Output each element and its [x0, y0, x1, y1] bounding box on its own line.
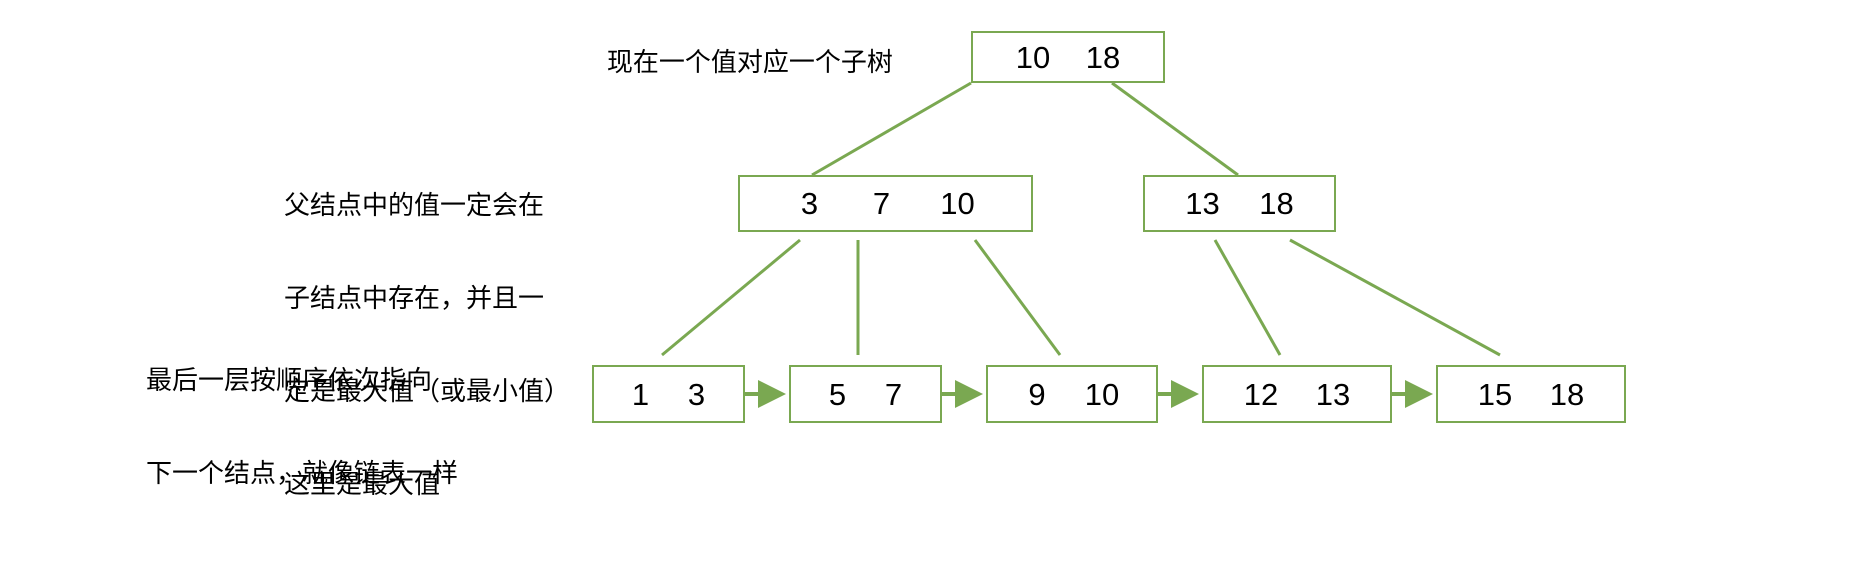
edge-left-internal-to-leaf-1: [661, 238, 801, 357]
edge-right-internal-to-leaf-4: [1213, 239, 1282, 356]
btree-diagram-canvas: 现在一个值对应一个子树 父结点中的值一定会在 子结点中存在，并且一 定是最大值（…: [146, 16, 1626, 499]
root-node-key-0: 10: [1015, 39, 1051, 75]
annotation-parent-line-1: 父结点中的值一定会在: [284, 190, 545, 220]
internal-node-right-key-1: 18: [1259, 186, 1294, 221]
leaf-node-4-key-0: 12: [1243, 376, 1279, 412]
edge-root-to-right-internal: [1111, 81, 1239, 177]
annotation-parent-line-2: 子结点中存在，并且一: [284, 283, 545, 313]
leaf-node-2[interactable]: 5 7: [789, 365, 942, 423]
leaf-node-1-key-0: 1: [631, 376, 650, 412]
leaf-node-4[interactable]: 12 13: [1202, 365, 1392, 423]
edge-left-internal-to-leaf-3: [973, 239, 1062, 356]
annotation-top-line-1: 现在一个值对应一个子树: [606, 47, 893, 77]
internal-node-right[interactable]: 13 18: [1143, 175, 1336, 232]
leaf-node-4-key-1: 13: [1315, 376, 1351, 412]
tree-edges-layer: [661, 81, 1501, 408]
leaf-node-5[interactable]: 15 18: [1436, 365, 1626, 423]
leaf-node-1[interactable]: 1 3: [592, 365, 745, 423]
edge-root-to-left-internal: [811, 81, 972, 177]
annotation-leaf-linked-list: 最后一层按顺序依次指向 下一个结点，就像链表一样: [146, 303, 458, 551]
root-node[interactable]: 10 18: [971, 31, 1165, 83]
internal-node-right-key-0: 13: [1185, 186, 1220, 221]
leaf-node-3-key-1: 10: [1084, 376, 1120, 412]
annotation-parent-line-3: 定是最大值（或最小值）: [284, 376, 571, 406]
annotation-leaf-line-1: 最后一层按顺序依次指向: [146, 365, 433, 395]
leaf-node-3[interactable]: 9 10: [986, 365, 1158, 423]
annotation-leaf-line-2: 下一个结点，就像链表一样: [146, 458, 459, 488]
leaf-node-2-key-1: 7: [884, 376, 903, 412]
leaf-node-1-key-1: 3: [687, 376, 706, 412]
leaf-node-3-key-0: 9: [1028, 376, 1046, 412]
edge-right-internal-to-leaf-5: [1289, 238, 1501, 357]
leaf-node-5-key-0: 15: [1477, 376, 1513, 412]
internal-node-left-key-0: 3: [800, 186, 819, 221]
internal-node-left[interactable]: 3 7 10: [738, 175, 1033, 232]
internal-node-left-key-1: 7: [872, 186, 891, 221]
root-node-key-1: 18: [1085, 39, 1121, 75]
leaf-node-5-key-1: 18: [1549, 376, 1585, 412]
annotation-one-value-one-subtree: 现在一个值对应一个子树: [578, 16, 893, 109]
leaf-node-2-key-0: 5: [828, 376, 847, 412]
internal-node-left-key-2: 10: [940, 186, 975, 221]
